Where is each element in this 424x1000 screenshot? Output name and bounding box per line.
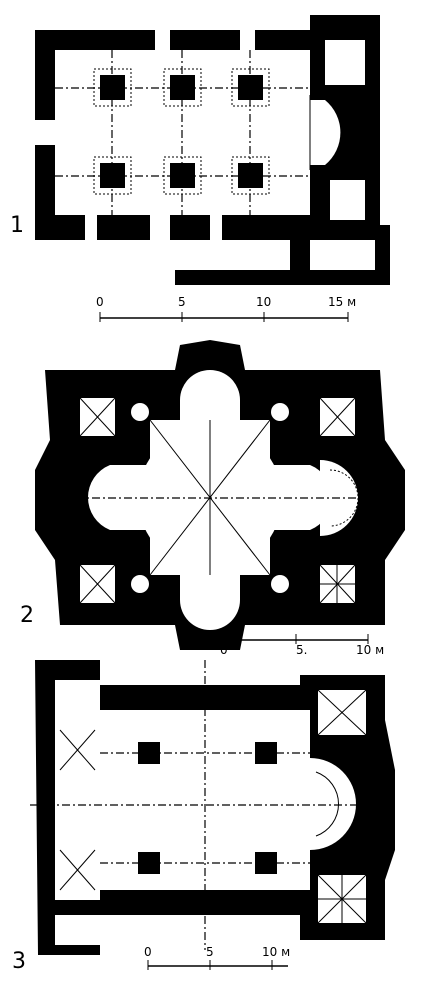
plan-1-south-chamber: [330, 180, 365, 220]
plan-3-number: 3: [12, 949, 26, 974]
plan-3-scale-bar: 0 5 10 м: [144, 945, 290, 970]
plan-3-narthex: [55, 680, 100, 900]
plan-2-number: 2: [20, 603, 34, 628]
plan-2-north-arm: [180, 370, 240, 420]
plan-1-number: 1: [10, 213, 24, 238]
plan-2-scale-bar: 0 5. 10 м: [220, 634, 384, 657]
plan-2-south-arm: [180, 575, 240, 630]
plan-1: 1 0 5 10 15 м: [10, 15, 390, 322]
plan-1-scale-tick-15: 15 м: [328, 295, 356, 309]
plan-3-scale-tick-0: 0: [144, 945, 152, 959]
plan-1-apse: [310, 100, 341, 165]
plan-3-scale-tick-5: 5: [206, 945, 214, 959]
plan-2-scale-tick-0: 0: [220, 643, 228, 657]
plan-1-scale-tick-0: 0: [96, 295, 104, 309]
plan-2: 2 0 5. 10 м: [20, 340, 405, 657]
plan-3-apse: [310, 758, 356, 850]
plan-1-scale-tick-5: 5: [178, 295, 186, 309]
plan-3: 3 0 5 10 м: [12, 660, 395, 974]
plan-1-scale-bar: 0 5 10 15 м: [96, 295, 356, 322]
plan-1-scale-tick-10: 10: [256, 295, 271, 309]
plan-1-annex: [310, 240, 375, 270]
plan-2-west-arm: [87, 465, 150, 530]
plan-1-north-chamber: [325, 40, 365, 85]
plan-2-scale-tick-10: 10 м: [356, 643, 384, 657]
plan-3-scale-tick-10: 10 м: [262, 945, 290, 959]
plan-2-scale-tick-5: 5.: [296, 643, 307, 657]
